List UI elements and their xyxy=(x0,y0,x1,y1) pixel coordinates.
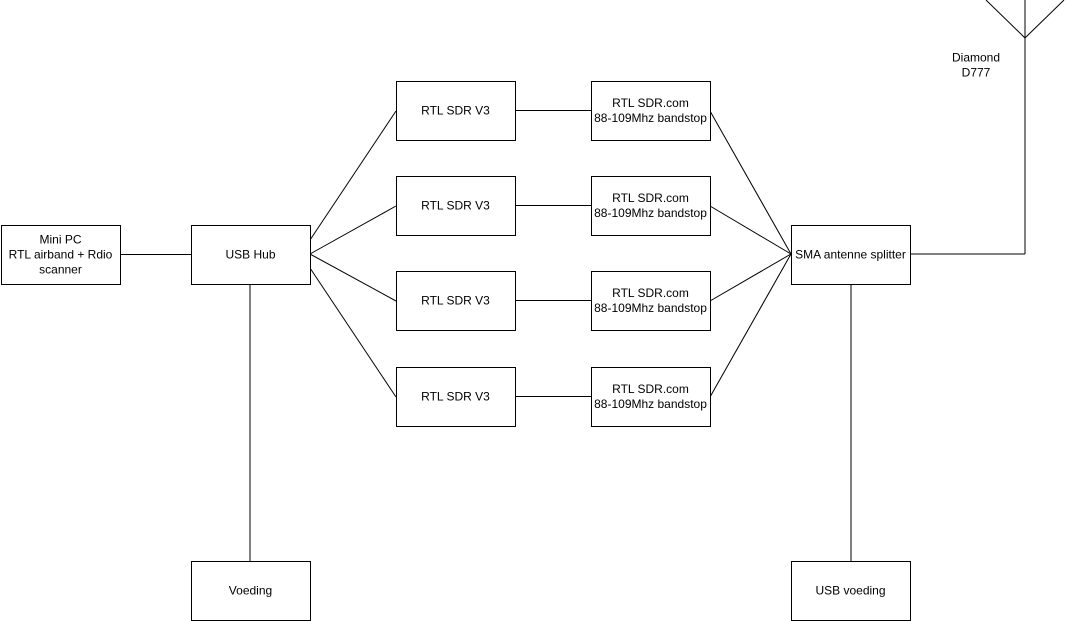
node-usb-hub: USB Hub xyxy=(191,225,311,285)
edge-usb-hub-to-sdr-1 xyxy=(309,110,397,241)
edge-bandstop-1-to-splitter xyxy=(709,110,792,255)
node-label-line: RTL SDR V3 xyxy=(421,390,490,404)
edge-usb-hub-to-sdr-4 xyxy=(309,267,397,398)
node-label-line: RTL airband + Rdio xyxy=(9,248,113,262)
antenna-right-arm xyxy=(1024,0,1065,39)
node-usb-voeding: USB voeding xyxy=(791,561,911,621)
node-label-line: RTL SDR.com xyxy=(612,191,689,205)
node-sdr-3: RTL SDR V3 xyxy=(396,271,516,331)
edge-bandstop-4-to-splitter xyxy=(709,253,792,398)
node-splitter: SMA antenne splitter xyxy=(791,225,911,285)
node-box xyxy=(396,271,516,331)
edge-bandstop-3-to-splitter xyxy=(709,253,792,302)
node-label-line: 88-109Mhz bandstop xyxy=(594,301,707,315)
node-box xyxy=(396,176,516,236)
node-voeding: Voeding xyxy=(191,561,311,621)
node-label-line: scanner xyxy=(39,263,82,277)
node-label-line: 88-109Mhz bandstop xyxy=(594,206,707,220)
edge-bandstop-2-to-splitter xyxy=(709,205,792,255)
node-label-line: RTL SDR.com xyxy=(612,96,689,110)
node-label-line: RTL SDR V3 xyxy=(421,199,490,213)
node-box xyxy=(591,271,711,331)
antenna-icon xyxy=(985,0,1065,254)
node-box xyxy=(396,81,516,141)
edges-layer xyxy=(120,110,1025,561)
node-label-line: 88-109Mhz bandstop xyxy=(594,397,707,411)
edge-usb-hub-to-sdr-3 xyxy=(309,253,397,302)
node-label-line: D777 xyxy=(962,66,991,80)
antenna-left-arm xyxy=(985,0,1026,39)
node-label-line: RTL SDR.com xyxy=(612,286,689,300)
node-box xyxy=(591,367,711,427)
node-box xyxy=(591,81,711,141)
node-label-line: RTL SDR.com xyxy=(612,382,689,396)
node-label-line: Diamond xyxy=(952,51,1000,65)
node-label-line: USB Hub xyxy=(225,248,275,262)
node-label-line: RTL SDR V3 xyxy=(421,104,490,118)
edge-usb-hub-to-sdr-2 xyxy=(309,205,397,255)
node-label-line: Mini PC xyxy=(39,233,81,247)
node-label-line: SMA antenne splitter xyxy=(795,248,906,262)
node-box xyxy=(396,367,516,427)
node-box xyxy=(191,561,311,621)
node-sdr-1: RTL SDR V3 xyxy=(396,81,516,141)
node-sdr-4: RTL SDR V3 xyxy=(396,367,516,427)
node-label-line: 88-109Mhz bandstop xyxy=(594,111,707,125)
node-box xyxy=(191,225,311,285)
node-box xyxy=(1,225,121,285)
node-label-line: RTL SDR V3 xyxy=(421,294,490,308)
node-label-line: Voeding xyxy=(229,584,272,598)
node-box xyxy=(591,176,711,236)
node-label-line: USB voeding xyxy=(815,584,885,598)
node-sdr-2: RTL SDR V3 xyxy=(396,176,516,236)
node-box xyxy=(791,225,911,285)
